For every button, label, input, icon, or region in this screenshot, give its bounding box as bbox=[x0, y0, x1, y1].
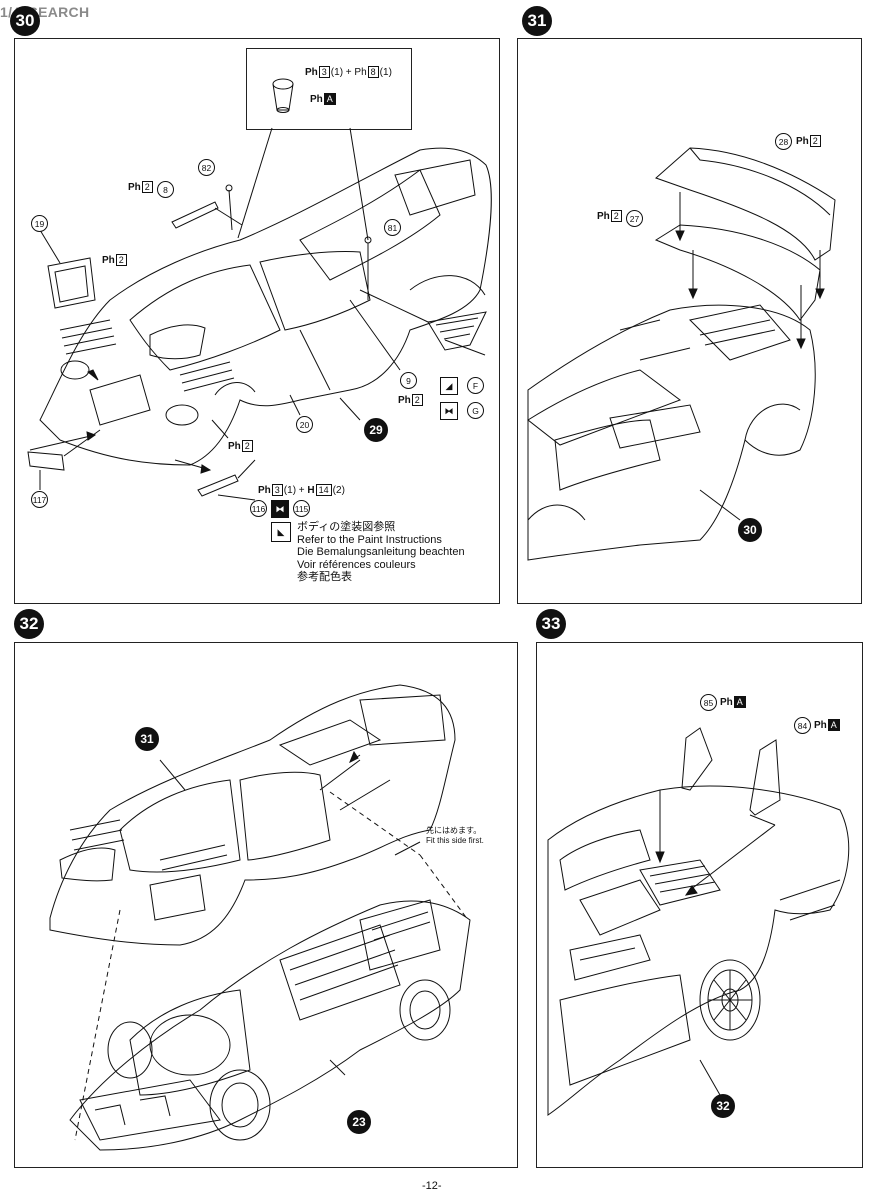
part-82-label: 82 bbox=[198, 159, 215, 176]
part-8-label: 8 bbox=[157, 181, 174, 198]
paint-icon-g: ⧓ bbox=[440, 402, 458, 420]
paint-instructions-icon: ◣ bbox=[271, 522, 291, 542]
fit-side-note: 先にはめます。 Fit this side first. bbox=[426, 826, 484, 845]
part-81-label: 81 bbox=[384, 219, 401, 236]
part-28-label: 28 bbox=[775, 133, 792, 150]
part-115-label: 115 bbox=[293, 500, 310, 517]
part-19-label: 19 bbox=[31, 215, 48, 232]
part-29-label: 29 bbox=[364, 418, 388, 442]
part-32-label: 32 bbox=[711, 1094, 735, 1118]
step-32-number: 32 bbox=[14, 609, 44, 639]
part-31-label: 31 bbox=[135, 727, 159, 751]
part-27-label: 27 bbox=[626, 210, 643, 227]
part-30-label: 30 bbox=[738, 518, 762, 542]
step-30-number: 30 bbox=[10, 6, 40, 36]
paint-icon-f: ◢ bbox=[440, 377, 458, 395]
paint-code-f: F bbox=[467, 377, 484, 394]
part-117-label: 117 bbox=[31, 491, 48, 508]
paint-icon-115: ⧓ bbox=[271, 500, 289, 518]
part-84-label: 84 bbox=[794, 717, 811, 734]
paint-instructions-text: ボディの塗装図参照 Refer to the Paint Instruction… bbox=[297, 521, 465, 583]
part-9-label: 9 bbox=[400, 372, 417, 389]
part-23-label: 23 bbox=[347, 1110, 371, 1134]
paint-code-g: G bbox=[467, 402, 484, 419]
step-32-panel bbox=[14, 642, 518, 1168]
step-31-number: 31 bbox=[522, 6, 552, 36]
page-number: -12- bbox=[422, 1180, 442, 1192]
part-116-label: 116 bbox=[250, 500, 267, 517]
part-85-label: 85 bbox=[700, 694, 717, 711]
part-20-label: 20 bbox=[296, 416, 313, 433]
step-33-number: 33 bbox=[536, 609, 566, 639]
